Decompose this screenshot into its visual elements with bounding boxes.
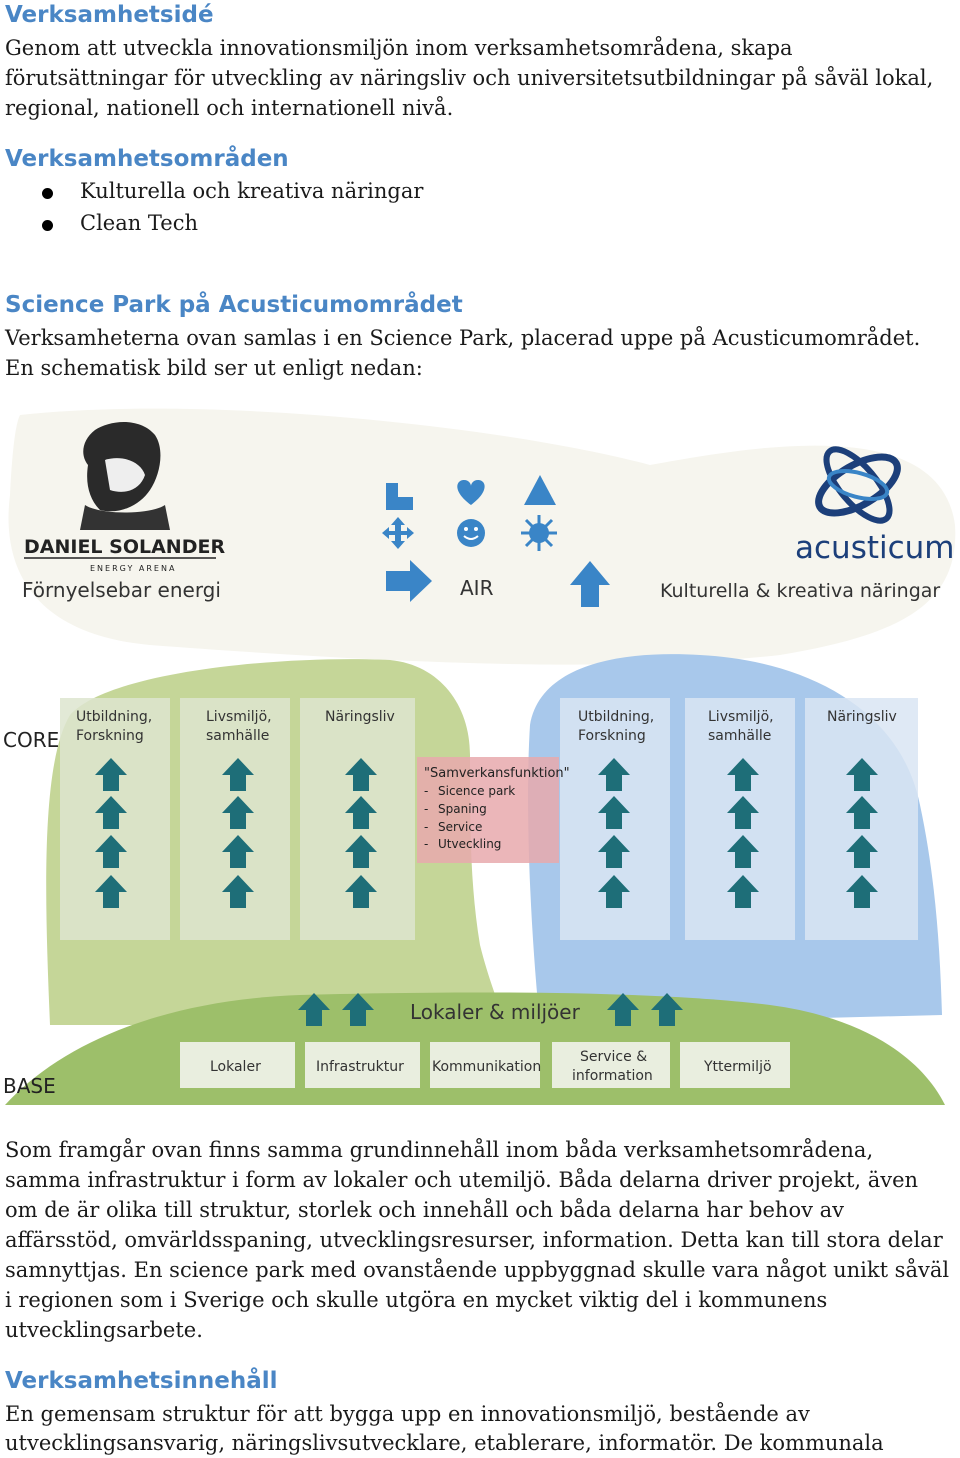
paragraph-line: i regionen som i Sverige och skulle utgö… xyxy=(5,1288,828,1312)
logo-left-sub: ENERGY ARENA xyxy=(90,564,176,573)
atom-orbit-logo xyxy=(815,446,901,524)
paragraph-line: samnyttjas. En science park med ovanståe… xyxy=(5,1258,950,1282)
base-box-infrastruktur: Infrastruktur xyxy=(305,1042,420,1088)
base-label: BASE xyxy=(3,1074,56,1098)
base-box-lokaler: Lokaler xyxy=(180,1042,295,1088)
base-box-yttermiljo: Yttermiljö xyxy=(680,1042,790,1088)
arrow-right-icon xyxy=(386,560,432,602)
base-box-label: information xyxy=(572,1068,653,1084)
core-label: CORE xyxy=(3,728,59,752)
column-label: Näringsliv xyxy=(325,709,395,725)
base-box-label: Service & xyxy=(580,1049,647,1065)
svg-text:-: - xyxy=(424,837,428,851)
base-box-label: Kommunikation xyxy=(432,1059,541,1075)
center-box-item: Utveckling xyxy=(438,837,501,851)
heading-verksamhetsinnehall: Verksamhetsinnehåll xyxy=(5,1368,278,1394)
center-samverkans-box: "Samverkansfunktion" - Sicence park - Sp… xyxy=(417,757,570,863)
heading-verksamhetsomraden: Verksamhetsområden xyxy=(5,146,289,172)
paragraph-line: utvecklingsansvarig, näringslivsutveckla… xyxy=(5,1431,884,1455)
bullet-icon xyxy=(42,220,53,231)
triangle-icon xyxy=(524,475,556,505)
bullet-item: Clean Tech xyxy=(80,211,199,235)
diagram-svg: DANIEL SOLANDER ENERGY ARENA Förnyelseba… xyxy=(3,408,956,1105)
paragraph-line: om de är olika till struktur, storlek oc… xyxy=(5,1198,845,1222)
logo-right-name: acusticum xyxy=(795,530,955,566)
center-box-item: Sicence park xyxy=(438,784,515,798)
air-label: AIR xyxy=(460,576,494,600)
column-label: samhälle xyxy=(708,728,771,744)
column-label: Livsmiljö, xyxy=(206,709,272,725)
column-label: Livsmiljö, xyxy=(708,709,774,725)
heart-icon xyxy=(457,480,485,505)
paragraph-line: samma infrastruktur i form av lokaler oc… xyxy=(5,1168,919,1192)
paragraph-line: En gemensam struktur för att bygga upp e… xyxy=(5,1402,810,1426)
svg-text:-: - xyxy=(424,820,428,834)
column-label: Utbildning, xyxy=(578,709,654,725)
center-box-item: Spaning xyxy=(438,802,487,816)
base-box-service: Service & information xyxy=(552,1042,670,1088)
paragraph-line: En schematisk bild ser ut enligt nedan: xyxy=(5,356,423,380)
paragraph-line: Verksamheterna ovan samlas i en Science … xyxy=(5,326,921,350)
column-label: samhälle xyxy=(206,728,269,744)
science-park-diagram: DANIEL SOLANDER ENERGY ARENA Förnyelseba… xyxy=(0,405,960,1110)
center-box-item: Service xyxy=(438,820,482,834)
smiley-icon xyxy=(457,519,485,547)
logo-left-name: DANIEL SOLANDER xyxy=(24,536,225,558)
heading-verksamhetside: Verksamhetsidé xyxy=(5,2,214,28)
bullet-icon xyxy=(42,188,53,199)
paragraph-line: affärsstöd, omvärldsspaning, utvecklings… xyxy=(5,1228,943,1252)
paragraph-line: regional, nationell och internationell n… xyxy=(5,96,454,120)
base-box-label: Infrastruktur xyxy=(316,1059,404,1075)
base-box-label: Lokaler xyxy=(210,1059,261,1075)
logo-left-caption: Förnyelsebar energi xyxy=(22,578,221,602)
column-label: Forskning xyxy=(578,728,646,744)
svg-text:-: - xyxy=(424,802,428,816)
base-title: Lokaler & miljöer xyxy=(410,1000,581,1024)
svg-text:-: - xyxy=(424,784,428,798)
move-cross-icon xyxy=(382,517,414,549)
bullet-item: Kulturella och kreativa näringar xyxy=(80,179,424,203)
column-label: Näringsliv xyxy=(827,709,897,725)
paragraph-line: Genom att utveckla innovationsmiljön ino… xyxy=(5,36,793,60)
column-label: Forskning xyxy=(76,728,144,744)
sun-icon xyxy=(521,515,557,551)
heading-science-park: Science Park på Acusticumområdet xyxy=(5,292,463,318)
center-box-title: "Samverkansfunktion" xyxy=(424,766,570,781)
portrait-logo xyxy=(80,421,170,530)
square-corner-icon xyxy=(386,483,413,510)
base-box-label: Yttermiljö xyxy=(703,1059,772,1075)
paragraph-line: Som framgår ovan finns samma grundinnehå… xyxy=(5,1138,874,1162)
paragraph-line: förutsättningar för utveckling av näring… xyxy=(5,66,934,90)
base-box-kommunikation: Kommunikation xyxy=(430,1042,541,1088)
column-label: Utbildning, xyxy=(76,709,152,725)
paragraph-line: utvecklingsarbete. xyxy=(5,1318,203,1342)
logo-right-caption: Kulturella & kreativa näringar xyxy=(660,580,940,602)
